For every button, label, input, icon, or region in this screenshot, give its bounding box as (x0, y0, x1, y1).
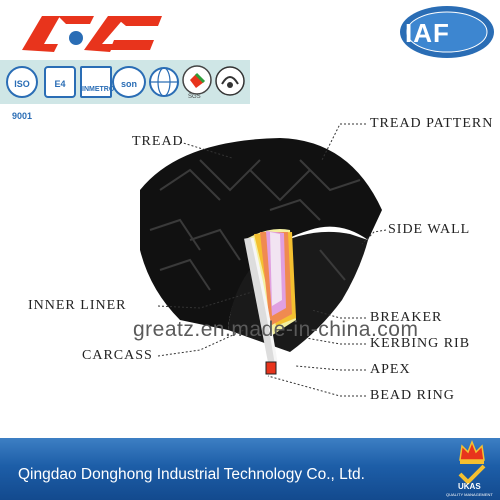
iso-9001-badge: ISO 9001 (6, 66, 38, 121)
footer-company-name: Qingdao Donghong Industrial Technology C… (18, 466, 365, 483)
tire-cross-section (140, 138, 382, 375)
inmetro-badge: INMETRO (80, 66, 114, 98)
certification-seal-icon (215, 66, 245, 96)
son-badge: son (112, 66, 146, 98)
globe-icon (149, 67, 179, 97)
label-side-wall: SIDE WALL (388, 222, 471, 237)
label-tread: TREAD (132, 134, 184, 149)
label-apex: APEX (370, 362, 411, 377)
ukas-crown-icon (459, 439, 485, 464)
ukas-sublabel: QUALITY MANAGEMENT (446, 492, 493, 497)
brand-logo: HZ (22, 16, 162, 52)
label-inner-liner: INNER LINER (28, 298, 127, 313)
sgs-label: SGS (188, 94, 201, 100)
label-breaker: BREAKER (370, 310, 443, 325)
e4-badge: E4 (44, 66, 76, 98)
iaf-badge (400, 6, 494, 58)
label-carcass: CARCASS (82, 348, 153, 363)
sgs-badge (182, 65, 212, 95)
label-bead-ring: BEAD RING (370, 388, 455, 403)
label-kerbing-rib: KERBING RIB (370, 336, 471, 351)
footer-bar (0, 438, 500, 500)
ukas-checkmark-icon (458, 464, 486, 485)
ukas-label: UKAS (458, 482, 481, 491)
iaf-label: IAF (405, 18, 450, 48)
label-tread-pattern: TREAD PATTERN (370, 116, 494, 131)
watermark-text: greatz.en.made-in-china.com (133, 318, 419, 341)
